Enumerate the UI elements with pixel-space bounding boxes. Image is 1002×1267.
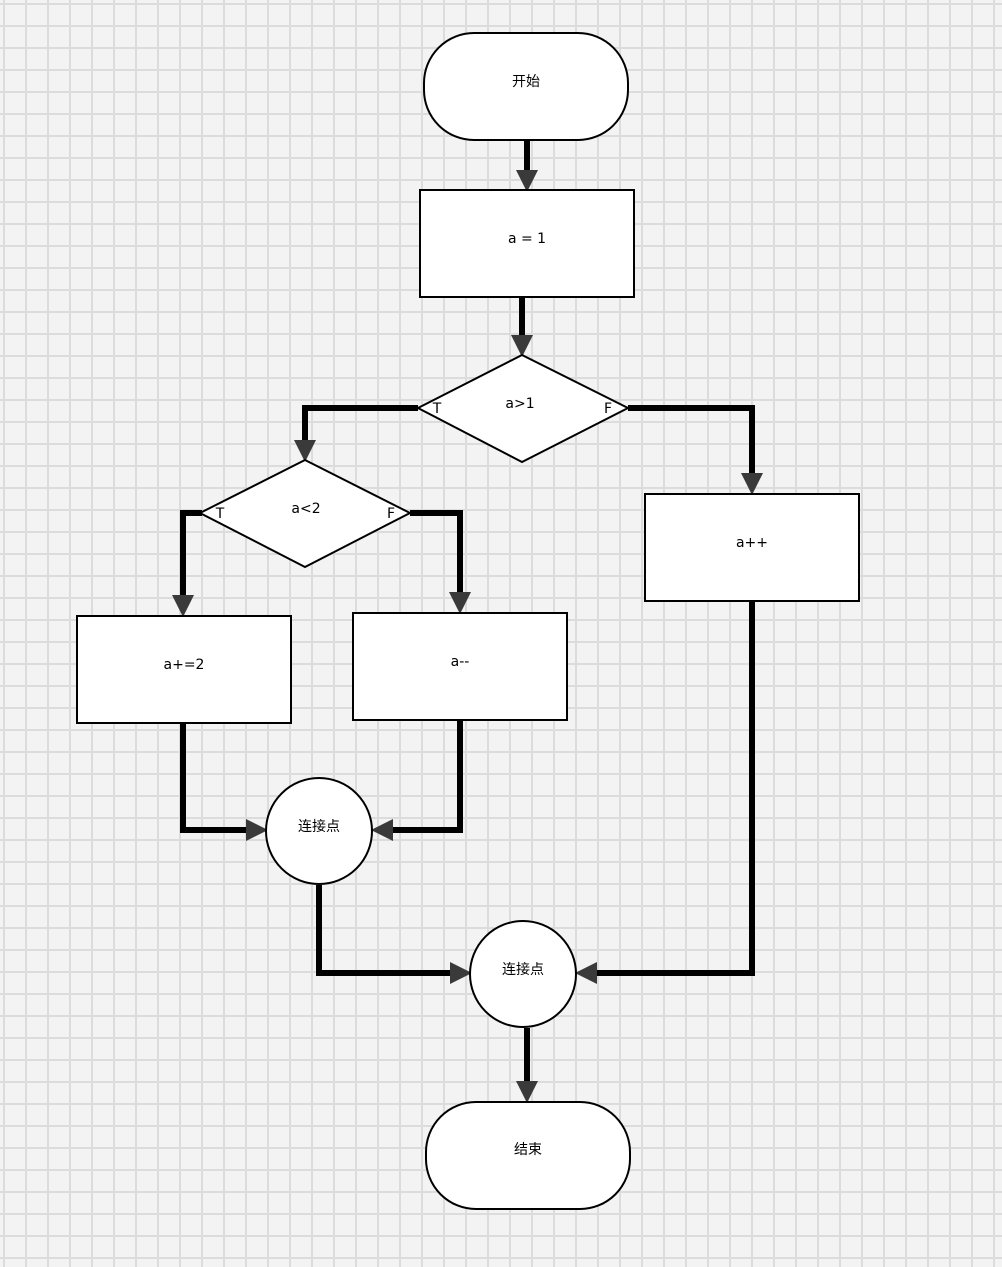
edge-cond-lt2-true (180, 510, 202, 601)
edge-dec-to-connector-1 (387, 720, 463, 833)
edge-cond-gt1-true (302, 405, 418, 446)
node-inc-label: a++ (736, 535, 768, 551)
node-inc2[interactable]: a+=2 (76, 615, 292, 724)
branch-label-false: F (387, 506, 395, 522)
connector-shape (265, 777, 373, 885)
node-start-label: 开始 (512, 74, 540, 90)
terminal-shape (423, 32, 629, 141)
arrowhead-down (741, 473, 763, 495)
process-shape (352, 612, 568, 721)
arrowhead-down (294, 440, 316, 462)
node-end-label: 结束 (514, 1142, 542, 1158)
node-connector-1[interactable]: 连接点 (265, 777, 373, 885)
arrowheads (172, 170, 763, 1103)
node-cond-gt1[interactable]: a>1 T F (415, 353, 631, 464)
branch-label-true: T (432, 401, 442, 417)
node-cond-lt2[interactable]: a<2 T F (197, 458, 413, 569)
terminal-shape (425, 1101, 631, 1210)
node-end[interactable]: 结束 (425, 1101, 631, 1210)
edge-cond-gt1-false (628, 405, 755, 479)
node-start[interactable]: 开始 (423, 32, 629, 141)
connector-shape (469, 920, 577, 1028)
decision-shape (415, 353, 631, 464)
node-dec-label: a-- (451, 654, 470, 670)
process-shape (419, 189, 635, 298)
node-cond-gt1-label: a>1 (505, 396, 534, 412)
arrowhead-down (516, 170, 538, 192)
arrowhead-left (575, 962, 597, 984)
branch-label-false: F (604, 401, 612, 417)
edge-inc2-to-connector-1 (180, 723, 252, 833)
node-connector-2[interactable]: 连接点 (469, 920, 577, 1028)
node-inc[interactable]: a++ (644, 493, 860, 602)
edge-cond-lt2-false (410, 510, 463, 598)
node-cond-lt2-label: a<2 (291, 501, 320, 517)
edge-inc-to-connector-2 (591, 601, 755, 976)
edge-connector-1-to-connector-2 (316, 885, 456, 976)
branch-label-true: T (215, 506, 225, 522)
node-connector-2-label: 连接点 (502, 961, 544, 978)
arrowhead-left (371, 819, 393, 841)
process-shape (76, 615, 292, 724)
edges (180, 140, 755, 1087)
node-assign-a-label: a = 1 (508, 231, 546, 247)
process-shape (644, 493, 860, 602)
arrowhead-down (516, 1081, 538, 1103)
arrowhead-right (246, 819, 268, 841)
arrowhead-down (449, 592, 471, 614)
arrowhead-right (450, 962, 472, 984)
node-inc2-label: a+=2 (164, 657, 205, 673)
arrowhead-down (511, 335, 533, 357)
node-dec[interactable]: a-- (352, 612, 568, 721)
arrowhead-down (172, 595, 194, 617)
node-connector-1-label: 连接点 (298, 818, 340, 835)
node-assign-a[interactable]: a = 1 (419, 189, 635, 298)
decision-shape (197, 458, 413, 569)
